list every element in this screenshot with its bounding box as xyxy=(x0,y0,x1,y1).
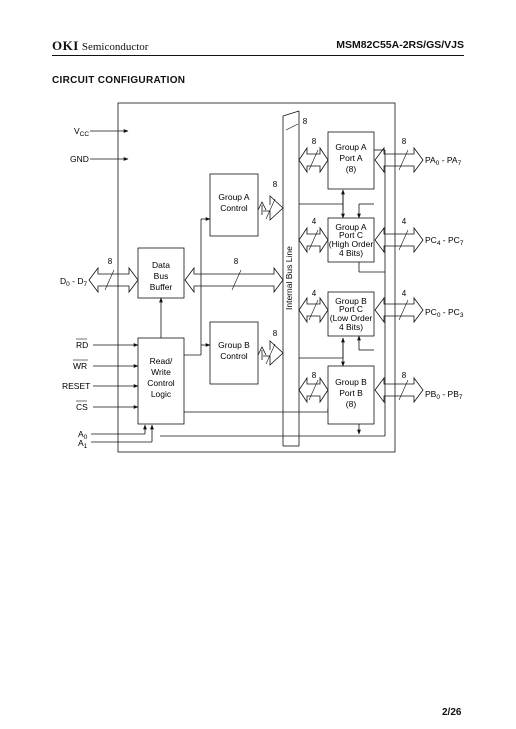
svg-text:RESET: RESET xyxy=(62,381,90,391)
port-a-output-bus: 8 PA0 - PA7 xyxy=(374,137,462,174)
svg-text:8: 8 xyxy=(273,180,278,189)
svg-text:(Low Order: (Low Order xyxy=(330,313,373,323)
svg-text:RD: RD xyxy=(76,340,88,350)
svg-text:Read/: Read/ xyxy=(150,356,173,366)
company-division: Semiconductor xyxy=(81,41,149,53)
port-a-input-bus: 8 xyxy=(298,137,329,174)
svg-text:Group B: Group B xyxy=(335,296,367,306)
wr-pin: WR xyxy=(73,359,139,371)
svg-text:PC4 - PC7: PC4 - PC7 xyxy=(425,235,464,247)
vcc-pin: VCC xyxy=(74,126,129,138)
group-b-port-b-block: Group B Port B (8) xyxy=(327,365,375,425)
svg-text:4: 4 xyxy=(312,217,317,226)
svg-text:PC0 - PC3: PC0 - PC3 xyxy=(425,307,464,319)
section-title: CIRCUIT CONFIGURATION xyxy=(52,75,186,86)
svg-text:PA0 - PA7: PA0 - PA7 xyxy=(425,155,462,167)
svg-text:PB0 - PB7: PB0 - PB7 xyxy=(425,389,463,401)
svg-text:8: 8 xyxy=(402,371,407,380)
svg-text:VCC: VCC xyxy=(74,126,89,138)
group-a-port-c-block: Group A Port C (High Order 4 Bits) xyxy=(327,217,375,263)
svg-text:Port C: Port C xyxy=(339,304,363,314)
svg-text:Group A: Group A xyxy=(218,192,250,202)
internal-bus-line: 8 Internal Bus Line xyxy=(282,110,308,447)
svg-text:8: 8 xyxy=(402,137,407,146)
reset-pin: RESET xyxy=(62,381,139,391)
chip-outline xyxy=(117,102,396,453)
svg-text:A0: A0 xyxy=(78,429,88,441)
group-a-control-block: Group A Control xyxy=(209,173,259,237)
port-b-input-bus: 8 xyxy=(298,371,329,404)
cs-pin: CS xyxy=(76,400,139,412)
port-control-arrows xyxy=(299,189,385,435)
svg-text:8: 8 xyxy=(273,329,278,338)
svg-text:(8): (8) xyxy=(346,399,357,409)
port-c-high-input-bus: 4 xyxy=(298,217,329,254)
group-b-port-c-block: Group B Port C (Low Order 4 Bits) xyxy=(327,291,375,337)
svg-text:Logic: Logic xyxy=(151,389,172,399)
svg-text:(8): (8) xyxy=(346,164,357,174)
page-header: OKI Semiconductor MSM82C55A-2RS/GS/VJS xyxy=(52,38,464,54)
svg-text:Group B: Group B xyxy=(335,377,367,387)
svg-text:Data: Data xyxy=(152,260,170,270)
internal-data-bus: 8 xyxy=(184,257,284,294)
read-write-control-logic-block: Read/ Write Control Logic xyxy=(137,337,185,425)
svg-text:Control: Control xyxy=(220,203,248,213)
port-b-output-bus: 8 PB0 - PB7 xyxy=(374,371,463,404)
svg-text:WR: WR xyxy=(73,361,87,371)
oki-logo: OKI xyxy=(52,38,79,53)
port-c-low-input-bus: 4 xyxy=(298,289,329,324)
svg-text:Group A: Group A xyxy=(335,222,367,232)
a0-pin: A0 xyxy=(78,424,147,441)
svg-text:Port B: Port B xyxy=(339,388,363,398)
group-a-port-a-block: Group A Port A (8) xyxy=(327,131,375,190)
svg-text:4 Bits): 4 Bits) xyxy=(339,248,363,258)
svg-text:(High Order: (High Order xyxy=(329,239,374,249)
data-pins: D0 - D7 8 xyxy=(60,257,139,294)
svg-text:8: 8 xyxy=(234,257,239,266)
company-brand: OKI Semiconductor xyxy=(52,38,148,54)
rd-pin: RD xyxy=(76,338,139,350)
svg-text:Buffer: Buffer xyxy=(150,282,173,292)
data-bus-buffer-block: Data Bus Buffer xyxy=(137,247,185,299)
svg-text:8: 8 xyxy=(312,137,317,146)
svg-text:A1: A1 xyxy=(78,438,88,450)
svg-text:4: 4 xyxy=(402,289,407,298)
group-b-control-block: Group B Control xyxy=(209,321,259,385)
group-b-control-bus: 8 xyxy=(257,329,284,366)
svg-text:Group B: Group B xyxy=(218,340,250,350)
internal-bus-label: Internal Bus Line xyxy=(284,246,294,310)
header-rule xyxy=(52,55,464,56)
part-number: MSM82C55A-2RS/GS/VJS xyxy=(336,39,464,51)
svg-text:8: 8 xyxy=(108,257,113,266)
svg-text:4 Bits): 4 Bits) xyxy=(339,322,363,332)
svg-text:GND: GND xyxy=(70,154,89,164)
svg-text:Bus: Bus xyxy=(154,271,169,281)
internal-bus-width: 8 xyxy=(303,117,308,126)
svg-text:Group A: Group A xyxy=(335,142,367,152)
port-c-high-output-bus: 4 PC4 - PC7 xyxy=(374,217,464,254)
svg-text:Control: Control xyxy=(147,378,175,388)
svg-text:Write: Write xyxy=(151,367,171,377)
svg-text:D0 - D7: D0 - D7 xyxy=(60,276,87,288)
svg-text:Control: Control xyxy=(220,351,248,361)
svg-text:8: 8 xyxy=(312,371,317,380)
svg-text:CS: CS xyxy=(76,402,88,412)
page-number: 2/26 xyxy=(442,707,462,718)
svg-text:4: 4 xyxy=(312,289,317,298)
svg-text:Port A: Port A xyxy=(339,153,362,163)
svg-text:Port C: Port C xyxy=(339,230,363,240)
group-a-control-bus: 8 xyxy=(257,180,284,221)
svg-text:4: 4 xyxy=(402,217,407,226)
a1-pin: A1 xyxy=(78,424,154,450)
gnd-pin: GND xyxy=(70,154,129,164)
port-c-low-output-bus: 4 PC0 - PC3 xyxy=(374,289,464,324)
